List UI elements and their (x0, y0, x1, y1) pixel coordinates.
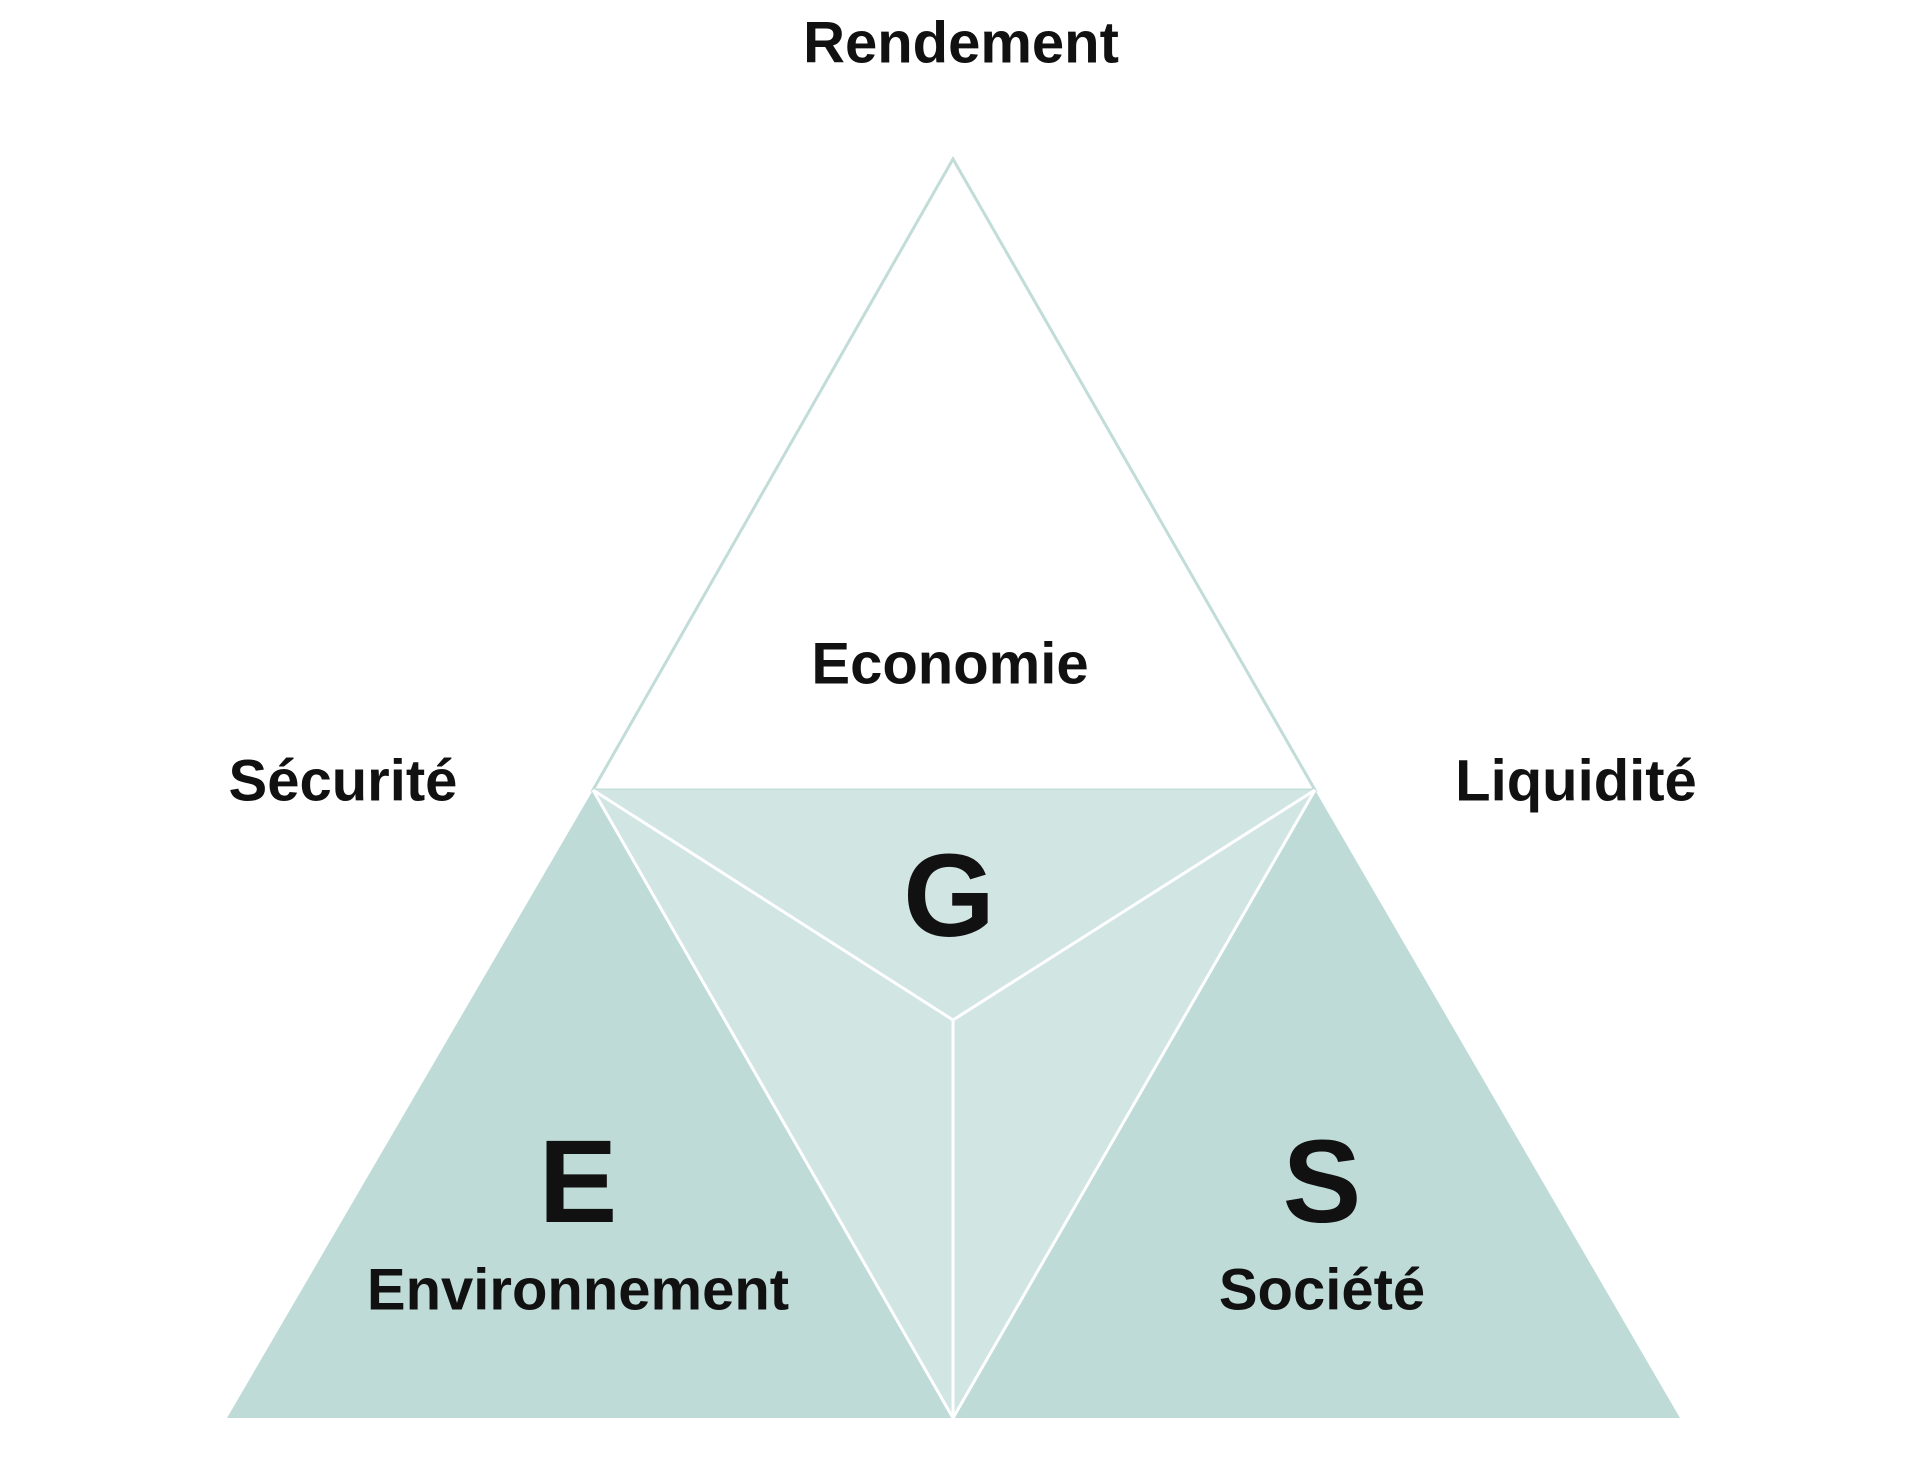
label-e: E (538, 1116, 618, 1248)
label-liquidite: Liquidité (1455, 748, 1697, 814)
label-environnement: Environnement (366, 1257, 790, 1323)
label-g: G (903, 830, 995, 962)
label-securite: Sécurité (228, 748, 458, 814)
label-s: S (1282, 1116, 1362, 1248)
society-section (953, 790, 1680, 1418)
environment-section (227, 790, 953, 1418)
label-economie: Economie (811, 631, 1089, 697)
label-rendement: Rendement (803, 10, 1119, 76)
divider-lines (591, 788, 1317, 1419)
label-societe: Société (1218, 1257, 1426, 1323)
